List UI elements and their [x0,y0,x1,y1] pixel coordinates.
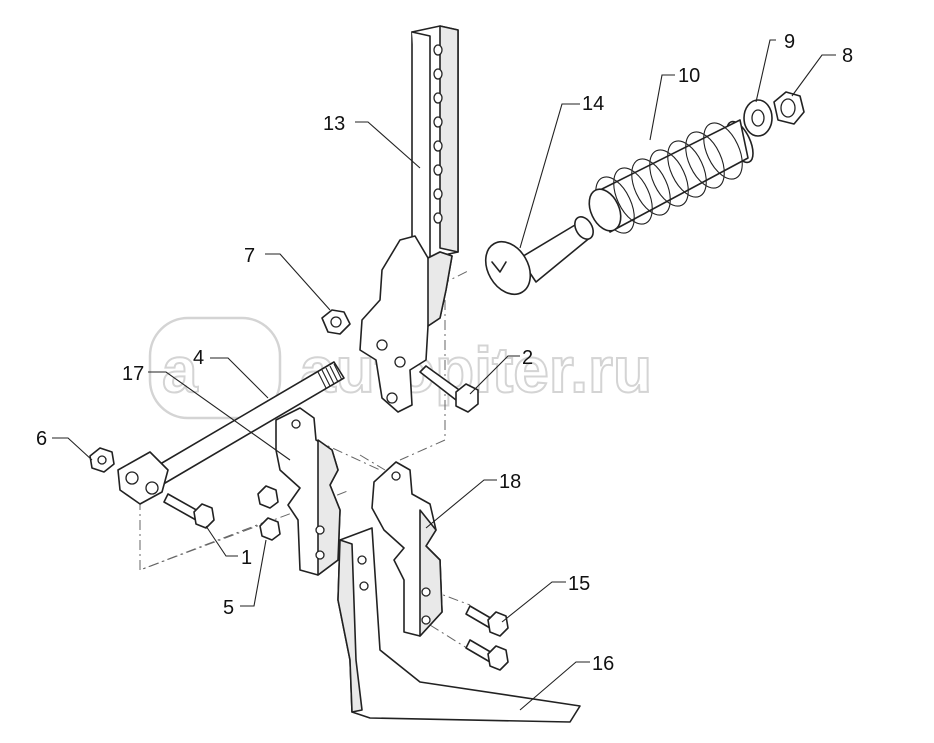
part-18-plate [371,461,443,637]
leader-lines [52,39,836,711]
callout-7: 7 [244,245,255,267]
part-10-spring [588,119,754,234]
callout-16: 16 [592,653,614,675]
part-16-tine [337,527,581,723]
watermark-logo-frame [148,316,282,420]
callout-6: 6 [36,428,47,450]
part-17-plate [275,407,341,576]
callout-14: 14 [582,93,604,115]
callout-17: 17 [122,363,144,385]
callout-15: 15 [568,573,590,595]
callout-18: 18 [499,471,521,493]
callout-8: 8 [842,45,853,67]
watermark-logo-letter: a [162,334,198,406]
part-7-nut [321,309,351,335]
callout-5: 5 [223,597,234,619]
callout-4: 4 [193,347,204,369]
part-14-pin [484,216,594,296]
callout-13: 13 [323,113,345,135]
part-1-bolt [163,493,215,529]
upper-bracket [359,235,453,413]
part-9-washer [743,99,773,137]
part-13-bar [411,25,459,259]
callout-2: 2 [522,347,533,369]
part-15-bolts [465,605,509,671]
callout-1: 1 [241,547,252,569]
callouts: 13 7 14 10 9 8 2 4 17 6 1 5 18 15 16 [36,31,853,675]
part-4-rod [117,361,345,505]
callout-9: 9 [784,31,795,53]
callout-10: 10 [678,65,700,87]
part-8-nut [773,91,805,125]
part-6-nut [89,447,115,473]
part-5-nuts [257,485,281,541]
